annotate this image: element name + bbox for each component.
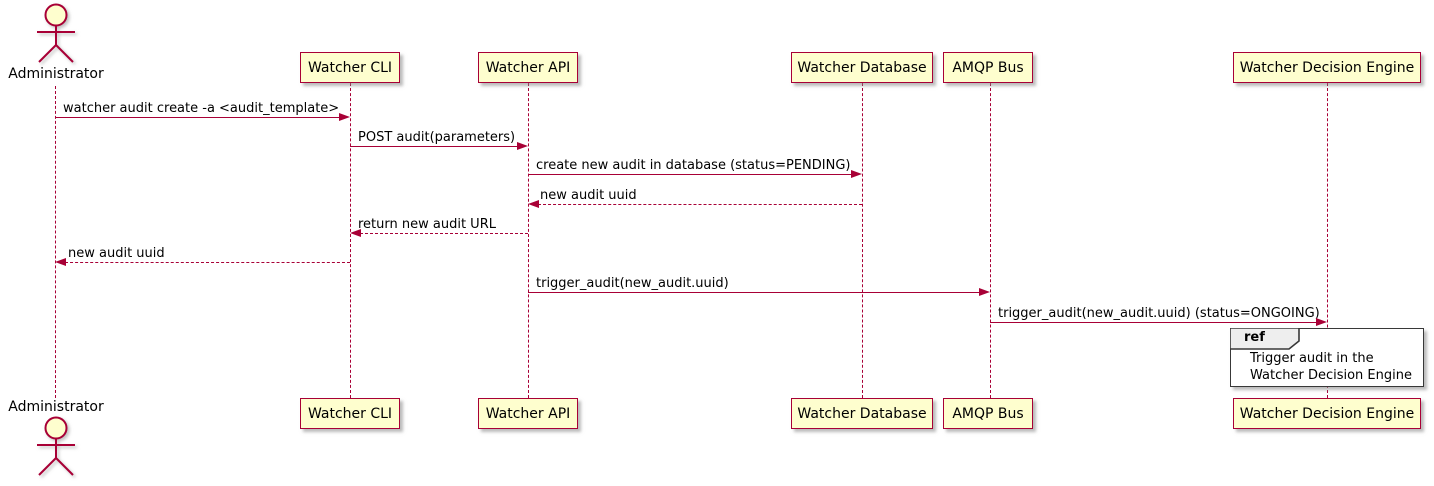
message-label: trigger_audit(new_audit.uuid) (536, 276, 729, 291)
message-arrow (528, 174, 852, 175)
ref-text: Trigger audit in the Watcher Decision En… (1250, 350, 1412, 384)
participant-box-watcher-database-bottom: Watcher Database (791, 398, 933, 429)
participant-box-watcher-api-bottom: Watcher API (478, 398, 578, 429)
ref-tab-icon (1230, 328, 1300, 350)
participant-box-amqp-bus-top: AMQP Bus (943, 52, 1033, 83)
arrowhead-icon (55, 258, 66, 266)
participant-box-watcher-decision-engine-bottom: Watcher Decision Engine (1233, 398, 1421, 429)
ref-fragment: ref Trigger audit in the Watcher Decisio… (1230, 328, 1424, 387)
participant-box-watcher-cli-bottom: Watcher CLI (300, 398, 400, 429)
participant-label: Watcher Decision Engine (1239, 59, 1415, 76)
message-arrow (528, 292, 980, 293)
participant-box-watcher-api-top: Watcher API (478, 52, 578, 83)
participant-label: Watcher Database (797, 59, 927, 76)
message-arrow (55, 117, 340, 118)
message-arrow (538, 204, 862, 205)
ref-keyword: ref (1244, 330, 1265, 345)
arrowhead-icon (979, 288, 990, 296)
message-arrow (360, 233, 528, 234)
ref-text-line1: Trigger audit in the (1250, 351, 1374, 366)
message-label: return new audit URL (358, 217, 496, 232)
arrowhead-icon (339, 113, 350, 121)
message-label: new audit uuid (68, 246, 165, 261)
lifeline-administrator (55, 86, 56, 398)
participant-label: Watcher API (485, 59, 571, 76)
participant-box-watcher-cli-top: Watcher CLI (300, 52, 400, 83)
message-label: watcher audit create -a <audit_template> (63, 101, 340, 116)
participant-label: Watcher Database (797, 405, 927, 422)
arrowhead-icon (528, 200, 539, 208)
actor-label-administrator-top: Administrator (8, 66, 104, 82)
administrator-actor-icon (37, 416, 75, 476)
lifeline-watcher-database (862, 83, 863, 398)
message-label: trigger_audit(new_audit.uuid) (status=ON… (998, 306, 1320, 321)
participant-label: Watcher API (485, 405, 571, 422)
participant-label: AMQP Bus (952, 59, 1024, 76)
ref-text-line2: Watcher Decision Engine (1250, 368, 1412, 383)
arrowhead-icon (851, 170, 862, 178)
message-arrow (350, 146, 518, 147)
message-arrow (990, 322, 1317, 323)
message-label: POST audit(parameters) (358, 130, 516, 145)
arrowhead-icon (350, 229, 361, 237)
message-label: create new audit in database (status=PEN… (536, 158, 851, 173)
lifeline-amqp-bus (990, 83, 991, 398)
participant-box-amqp-bus-bottom: AMQP Bus (943, 398, 1033, 429)
participant-label: Watcher CLI (307, 59, 393, 76)
participant-label: Watcher CLI (307, 405, 393, 422)
message-arrow (65, 262, 350, 263)
participant-box-watcher-decision-engine-top: Watcher Decision Engine (1233, 52, 1421, 83)
lifeline-watcher-api (528, 83, 529, 398)
participant-label: Watcher Decision Engine (1239, 405, 1415, 422)
administrator-actor-icon (37, 3, 75, 63)
arrowhead-icon (1316, 318, 1327, 326)
participant-box-watcher-database-top: Watcher Database (791, 52, 933, 83)
participant-label: AMQP Bus (952, 405, 1024, 422)
message-label: new audit uuid (540, 188, 637, 203)
actor-label-administrator-bottom: Administrator (8, 399, 104, 415)
lifeline-watcher-cli (350, 83, 351, 398)
arrowhead-icon (517, 142, 528, 150)
lifeline-watcher-decision-engine (1327, 83, 1328, 398)
